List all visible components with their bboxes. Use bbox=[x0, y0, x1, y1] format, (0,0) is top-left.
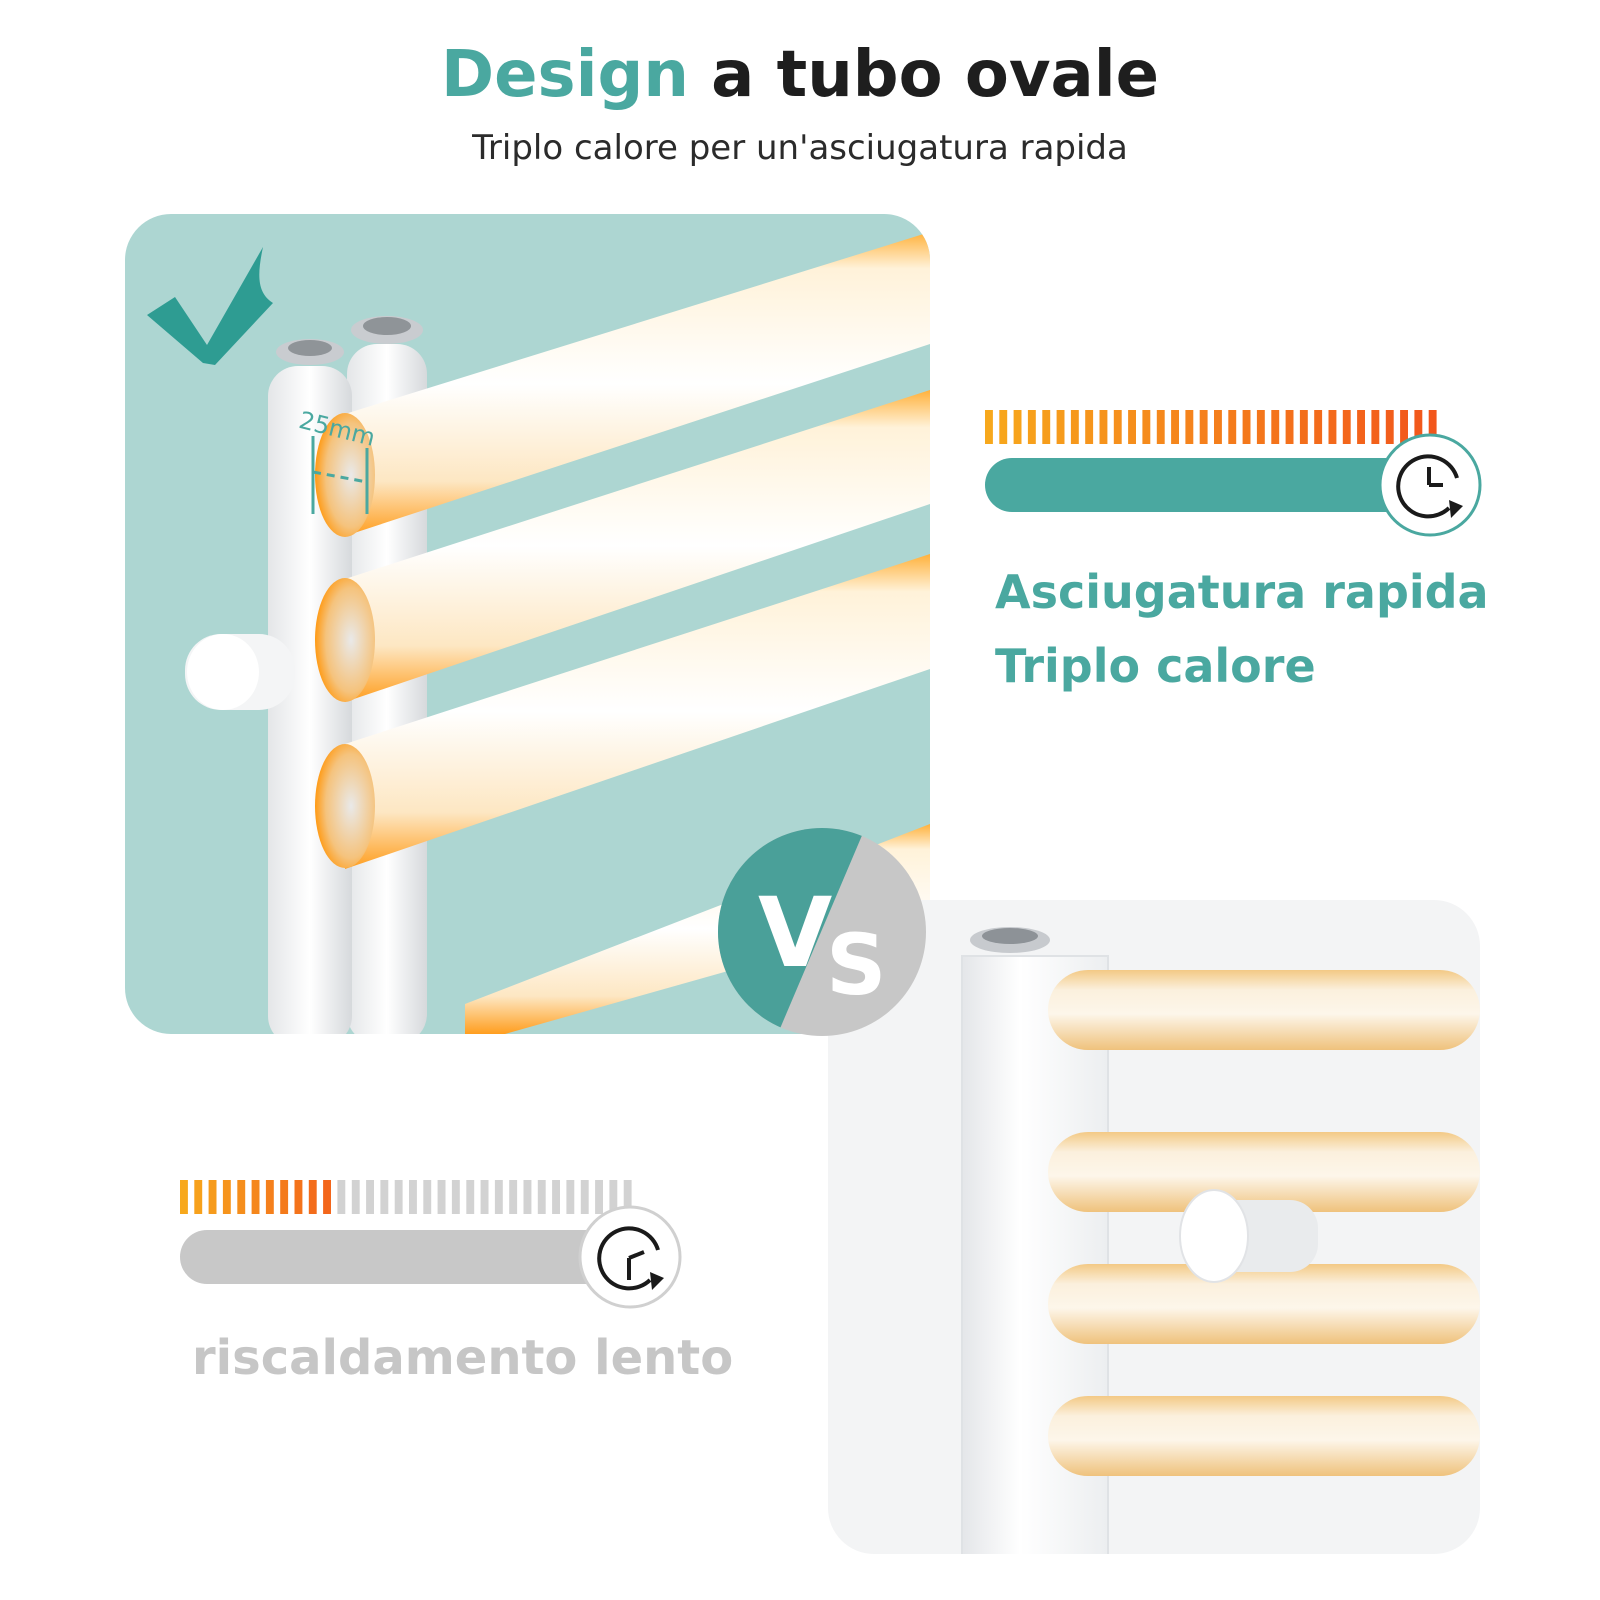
heat-tick bbox=[1357, 410, 1365, 444]
heat-tick bbox=[1371, 410, 1380, 444]
heat-tick bbox=[194, 1180, 203, 1214]
heat-tick bbox=[251, 1180, 260, 1214]
heat-tick bbox=[366, 1180, 374, 1214]
heat-tick bbox=[1314, 410, 1323, 444]
heat-tick bbox=[480, 1180, 489, 1214]
heat-tick bbox=[1271, 410, 1280, 444]
heat-tick bbox=[437, 1180, 446, 1214]
heat-tick bbox=[595, 1180, 603, 1214]
heat-tick bbox=[1056, 410, 1065, 444]
heat-tick bbox=[308, 1180, 317, 1214]
heat-tick bbox=[208, 1180, 217, 1214]
heat-tick bbox=[1256, 410, 1265, 444]
slow-heating-label: riscaldamento lento bbox=[192, 1330, 734, 1386]
heat-tick bbox=[580, 1180, 589, 1214]
title-rest: a tubo ovale bbox=[688, 38, 1160, 112]
heat-tick bbox=[380, 1180, 389, 1214]
heat-tick bbox=[1385, 410, 1394, 444]
checkmark-icon bbox=[147, 247, 273, 365]
heat-tick bbox=[1428, 410, 1437, 444]
heat-tick bbox=[609, 1180, 618, 1214]
heat-tick bbox=[1214, 410, 1222, 444]
heat-tick bbox=[337, 1180, 346, 1214]
clock-icon bbox=[597, 1226, 664, 1291]
round-tube-illustration bbox=[828, 900, 1480, 1554]
slow-heating-meter bbox=[180, 1180, 682, 1309]
fast-drying-line-2: Triplo calore bbox=[995, 639, 1316, 693]
vs-badge: V S bbox=[718, 828, 926, 1036]
heat-tick bbox=[237, 1180, 246, 1214]
heat-tick bbox=[523, 1180, 532, 1214]
heat-tick bbox=[1414, 410, 1423, 444]
heat-tick bbox=[1142, 410, 1151, 444]
heat-tick bbox=[1171, 410, 1179, 444]
heat-tick bbox=[423, 1180, 432, 1214]
title-accent: Design bbox=[440, 38, 689, 112]
heat-tick bbox=[180, 1180, 188, 1214]
heat-tick bbox=[985, 410, 993, 444]
heat-tick bbox=[1285, 410, 1294, 444]
heat-tick bbox=[294, 1180, 303, 1214]
heat-tick bbox=[1070, 410, 1079, 444]
fast-drying-line-1: Asciugatura rapida bbox=[995, 565, 1489, 619]
heat-tick bbox=[394, 1180, 403, 1214]
fast-drying-label: Asciugatura rapida Triplo calore bbox=[995, 555, 1489, 703]
heat-tick bbox=[1185, 410, 1194, 444]
heat-tick bbox=[351, 1180, 360, 1214]
vs-letter-s: S bbox=[826, 916, 887, 1014]
heat-tick bbox=[280, 1180, 289, 1214]
heat-tick bbox=[1228, 410, 1237, 444]
heat-tick bbox=[999, 410, 1008, 444]
heat-tick bbox=[1027, 410, 1036, 444]
heat-tick bbox=[451, 1180, 460, 1214]
heat-tick bbox=[265, 1180, 274, 1214]
heat-tick bbox=[1299, 410, 1308, 444]
page-title: Design a tubo ovale bbox=[0, 38, 1600, 112]
heat-tick bbox=[1042, 410, 1051, 444]
heat-tick bbox=[1328, 410, 1337, 444]
heat-tick bbox=[1085, 410, 1094, 444]
page-subtitle: Triplo calore per un'asciugatura rapida bbox=[472, 128, 1128, 168]
heat-tick bbox=[566, 1180, 575, 1214]
progress-bar bbox=[985, 458, 1430, 512]
vs-letter-v: V bbox=[758, 877, 832, 989]
heat-tick bbox=[509, 1180, 518, 1214]
heat-tick-bar bbox=[180, 1180, 632, 1214]
heat-tick bbox=[1400, 410, 1408, 444]
oval-tube-illustration: 25mm bbox=[125, 214, 930, 1034]
heat-tick bbox=[1342, 410, 1351, 444]
heat-tick bbox=[1128, 410, 1136, 444]
heat-tick bbox=[323, 1180, 331, 1214]
heat-tick bbox=[552, 1180, 560, 1214]
heat-tick bbox=[409, 1180, 417, 1214]
fast-heating-meter bbox=[985, 410, 1482, 537]
heat-tick bbox=[1156, 410, 1165, 444]
heat-tick bbox=[1113, 410, 1122, 444]
heat-tick bbox=[1242, 410, 1251, 444]
heat-tick bbox=[222, 1180, 231, 1214]
clock-icon bbox=[1396, 454, 1463, 519]
progress-bar bbox=[180, 1230, 630, 1284]
heat-tick bbox=[466, 1180, 475, 1214]
heat-tick bbox=[1013, 410, 1022, 444]
heat-tick-bar bbox=[985, 410, 1437, 444]
heat-tick bbox=[537, 1180, 546, 1214]
heat-tick bbox=[623, 1180, 632, 1214]
heat-tick bbox=[494, 1180, 503, 1214]
heat-tick bbox=[1199, 410, 1208, 444]
heat-tick bbox=[1099, 410, 1108, 444]
